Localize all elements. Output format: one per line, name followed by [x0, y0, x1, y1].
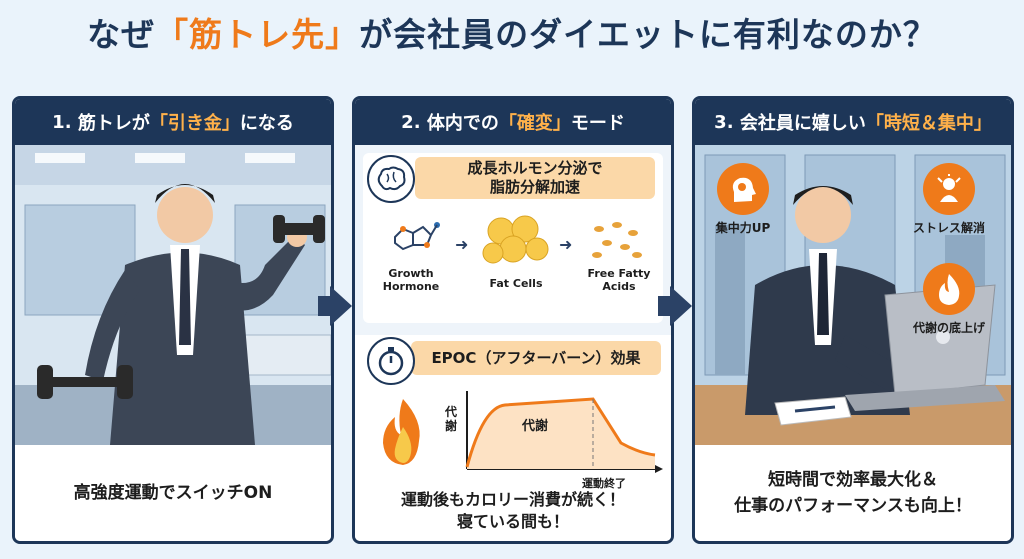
panel-1-highlight: 「引き金」 — [149, 113, 240, 134]
badge-metabolism: 代謝の底上げ — [912, 321, 985, 335]
office-laptop-illustration: 集中力UP ストレス解消 代謝の底上げ — [695, 145, 1011, 445]
panel-3-caption-line-2: 仕事のパフォーマンスも向上！ — [734, 496, 972, 516]
fat-cells-icon — [482, 215, 549, 264]
office-workout-illustration — [15, 145, 331, 445]
panel-3-highlight: 「時短＆集中」 — [865, 113, 992, 134]
panel-1-pre: 筋トレが — [77, 113, 150, 134]
panel-1-header: 1. 筋トレが「引き金」になる — [15, 99, 331, 145]
badge-stress-relief: ストレス解消 — [912, 221, 985, 235]
page-title: なぜ「筋トレ先」が会社員のダイエットに有利なのか？ — [0, 8, 1024, 56]
panel-time-focus: 3. 会社員に嬉しい「時短＆集中」 — [692, 96, 1014, 544]
flow-gh-line-1: Growth — [388, 267, 434, 280]
flame-icon — [383, 399, 420, 465]
epoc-section: EPOC（アフターバーン）効果 代謝 代謝 運動終了 運動後もカロリー消費が続く… — [355, 335, 671, 541]
hormone-title: 成長ホルモン分泌で 脂肪分解加速 — [415, 157, 655, 199]
metabolism-flame-icon — [923, 263, 975, 315]
flow-ffa-line-2: Acids — [602, 280, 636, 293]
flow-fat-cells: Fat Cells — [489, 277, 543, 290]
stress-relief-icon — [923, 163, 975, 215]
flow-ffa-line-1: Free Fatty — [587, 267, 651, 280]
stopwatch-icon — [367, 337, 415, 385]
panel-1-caption: 高強度運動でスイッチON — [15, 445, 331, 541]
panel-2-header: 2. 体内での「確変」モード — [355, 99, 671, 145]
arrow-2-icon — [670, 286, 692, 326]
panel-1-number: 1. — [52, 111, 72, 133]
focus-head-icon — [717, 163, 769, 215]
panel-2-highlight: 「確変」 — [498, 113, 571, 134]
title-pre: なぜ — [87, 15, 156, 54]
hormone-title-line-2: 脂肪分解加速 — [489, 178, 580, 196]
panel-1-post: になる — [239, 113, 294, 134]
flow-arrow-2-icon: ➜ — [559, 235, 573, 254]
panel-3-caption-line-1: 短時間で効率最大化＆ — [767, 470, 938, 490]
hormone-title-line-1: 成長ホルモン分泌で — [467, 159, 603, 177]
arrow-2-body — [658, 296, 672, 316]
panel-2-caption: 運動後もカロリー消費が続く！ 寝ている間も！ — [355, 489, 671, 533]
graph-area-label: 代謝 — [521, 419, 548, 434]
fatty-acids-icon — [592, 222, 642, 258]
panel-2-post: モード — [570, 113, 625, 134]
epoc-title: EPOC（アフターバーン）効果 — [411, 341, 661, 375]
panel-3-caption: 短時間で効率最大化＆ 仕事のパフォーマンスも向上！ — [695, 445, 1011, 541]
flow-gh-line-2: Hormone — [382, 280, 440, 293]
graph-y-label: 代謝 — [444, 405, 457, 433]
arrow-1-body — [318, 296, 332, 316]
panel-trigger: 1. 筋トレが「引き金」になる — [12, 96, 334, 544]
title-highlight: 「筋トレ先」 — [155, 15, 360, 54]
badge-focus-up: 集中力UP — [715, 221, 771, 235]
graph-x-label: 運動終了 — [582, 477, 626, 490]
panel-2-pre: 体内での — [426, 113, 499, 134]
panel-3-pre: 会社員に嬉しい — [739, 113, 866, 134]
brain-icon — [367, 155, 415, 203]
panel-3-header: 3. 会社員に嬉しい「時短＆集中」 — [695, 99, 1011, 145]
title-post: が会社員のダイエットに有利なのか？ — [359, 15, 937, 54]
panel-2-caption-line-1: 運動後もカロリー消費が続く！ — [400, 490, 625, 509]
arrow-1-icon — [330, 286, 352, 326]
panel-3-number: 3. — [714, 111, 734, 133]
epoc-graph — [465, 391, 663, 473]
panel-2-caption-line-2: 寝ている間も！ — [456, 512, 569, 531]
panel-2-number: 2. — [401, 111, 421, 133]
flow-arrow-1-icon: ➜ — [455, 235, 469, 254]
molecule-icon — [394, 222, 440, 251]
